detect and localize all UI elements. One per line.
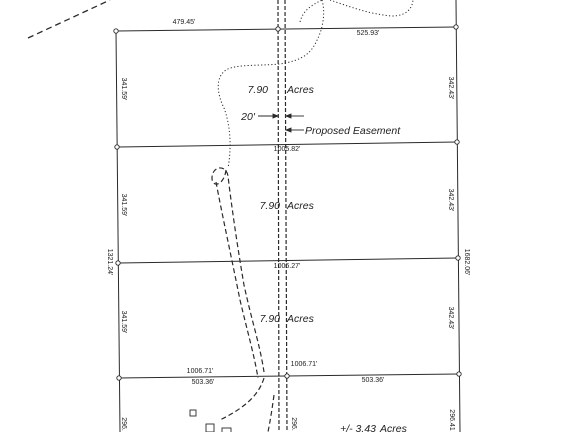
lot-line-1 — [116, 141, 458, 148]
corner-pin — [453, 24, 459, 30]
parcel-1-unit: Acres — [286, 84, 315, 96]
dim-left-lower: 341.59' — [120, 311, 127, 334]
parcel-2-unit: Acres — [286, 200, 315, 212]
corner-pin — [456, 371, 462, 377]
corner-pin — [113, 28, 119, 34]
corner-pin — [454, 139, 460, 145]
dashed-track-south — [219, 377, 275, 432]
easement-line-west — [277, 0, 280, 432]
dim-west-total: 1321.24' — [106, 249, 113, 276]
parcel-3-unit: Acres — [286, 313, 315, 325]
east-boundary — [455, 0, 461, 432]
easement-width-label: 20' — [240, 111, 256, 123]
proposed-easement-label: Proposed Easement — [305, 125, 401, 137]
parcel-4-acreage: +/- 3.43 — [340, 423, 376, 432]
dim-left-mid: 341.59' — [120, 194, 127, 217]
dim-east-total: 1682.06' — [463, 249, 470, 276]
dim-top-left: 479.45' — [173, 19, 196, 26]
dim-line-1: 1005.82' — [274, 146, 301, 153]
dotted-trail-top-right — [299, 0, 414, 23]
corner-pin — [275, 26, 281, 32]
parcel-2-acreage: 7.90 — [260, 200, 281, 212]
lot-line-2 — [117, 257, 459, 264]
dim-line-3-left: 1006.71' — [187, 368, 214, 375]
dashed-track-inner — [215, 181, 259, 379]
dim-bottom-left: 503.36' — [192, 379, 215, 386]
dim-line-3-right: 1006.71' — [291, 361, 318, 368]
corner-pins — [113, 24, 462, 381]
dim-line-2: 1006.27' — [274, 263, 301, 270]
parcel-3-acreage: 7.90 — [260, 313, 281, 325]
building-outline — [189, 409, 197, 417]
parcel-1-acreage: 7.90 — [248, 84, 269, 96]
corner-pin — [455, 255, 461, 261]
corner-pin — [284, 373, 290, 379]
dim-right-lower: 342.43' — [447, 307, 454, 330]
building-outline — [205, 423, 215, 432]
easement-line-east — [284, 0, 288, 432]
dim-mid-bottom: 296. — [290, 417, 297, 431]
north-boundary — [115, 26, 457, 32]
dotted-trail-main — [217, 0, 325, 169]
corner-pin — [116, 375, 122, 381]
dim-top-right: 525.93' — [357, 30, 380, 37]
dim-right-bottom: 296.41 — [448, 409, 455, 431]
dashed-road-top — [27, 0, 111, 39]
dim-right-mid: 342.43' — [447, 189, 454, 212]
easement-width-arrows — [258, 113, 304, 133]
dim-left-upper: 341.59' — [120, 78, 127, 101]
dim-right-upper: 342.43' — [447, 77, 454, 100]
dim-left-bottom: 296. — [120, 417, 127, 431]
building-outline — [221, 427, 232, 432]
corner-pin — [115, 260, 121, 266]
corner-pin — [114, 144, 120, 150]
dashed-track-loop — [211, 167, 265, 373]
parcel-4-unit: Acres — [379, 423, 408, 432]
west-boundary — [115, 30, 121, 432]
dim-bottom-right: 503.36' — [362, 377, 385, 384]
